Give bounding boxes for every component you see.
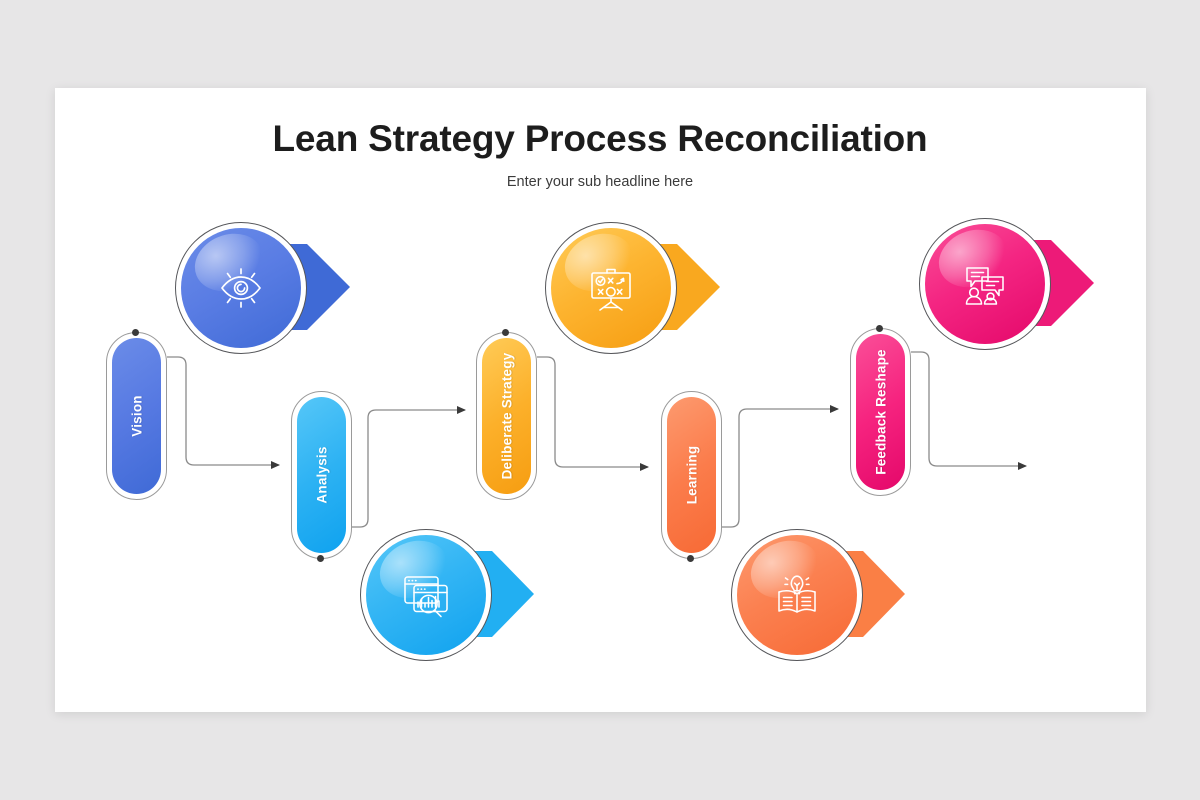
pill-fill: Analysis bbox=[297, 397, 346, 553]
step-label: Feedback Reshape bbox=[873, 349, 888, 475]
step-pill-feedback[interactable]: Feedback Reshape bbox=[850, 325, 911, 496]
step-pill-learning[interactable]: Learning bbox=[661, 391, 722, 562]
step-circle-strategy[interactable] bbox=[545, 222, 677, 354]
pill-fill: Deliberate Strategy bbox=[482, 338, 531, 494]
circle-fill bbox=[925, 224, 1045, 344]
connector-dot bbox=[876, 325, 883, 332]
step-circle-learning[interactable] bbox=[731, 529, 863, 661]
circle-fill bbox=[551, 228, 671, 348]
window-chart-magnifier-icon bbox=[366, 535, 486, 655]
step-label: Analysis bbox=[314, 446, 329, 504]
circle-fill bbox=[366, 535, 486, 655]
step-pill-vision[interactable]: Vision bbox=[106, 329, 167, 500]
step-label: Vision bbox=[129, 395, 144, 437]
strategy-board-icon bbox=[551, 228, 671, 348]
connector-dot bbox=[502, 329, 509, 336]
step-circle-feedback[interactable] bbox=[919, 218, 1051, 350]
pill-fill: Feedback Reshape bbox=[856, 334, 905, 490]
connector-learning-feedback bbox=[722, 405, 839, 528]
step-pill-analysis[interactable]: Analysis bbox=[291, 391, 352, 562]
connector-analysis-strategy bbox=[352, 406, 466, 528]
step-label: Deliberate Strategy bbox=[499, 352, 514, 480]
connector-strategy-learning bbox=[537, 356, 649, 471]
connector-dot bbox=[687, 555, 694, 562]
pill-fill: Learning bbox=[667, 397, 716, 553]
speech-bubbles-people-icon bbox=[925, 224, 1045, 344]
book-lightbulb-icon bbox=[737, 535, 857, 655]
eye-vision-icon bbox=[181, 228, 301, 348]
circle-fill bbox=[737, 535, 857, 655]
connector-vision-analysis bbox=[167, 356, 280, 469]
pill-fill: Vision bbox=[112, 338, 161, 494]
connector-dot bbox=[317, 555, 324, 562]
step-circle-analysis[interactable] bbox=[360, 529, 492, 661]
page-subtitle: Enter your sub headline here bbox=[506, 174, 694, 190]
step-circle-vision[interactable] bbox=[175, 222, 307, 354]
connector-dot bbox=[132, 329, 139, 336]
circle-fill bbox=[181, 228, 301, 348]
page-title: Lean Strategy Process Reconciliation bbox=[272, 118, 928, 159]
step-pill-strategy[interactable]: Deliberate Strategy bbox=[476, 329, 537, 500]
connector-feedback-end bbox=[911, 351, 1027, 470]
step-label: Learning bbox=[684, 445, 699, 505]
